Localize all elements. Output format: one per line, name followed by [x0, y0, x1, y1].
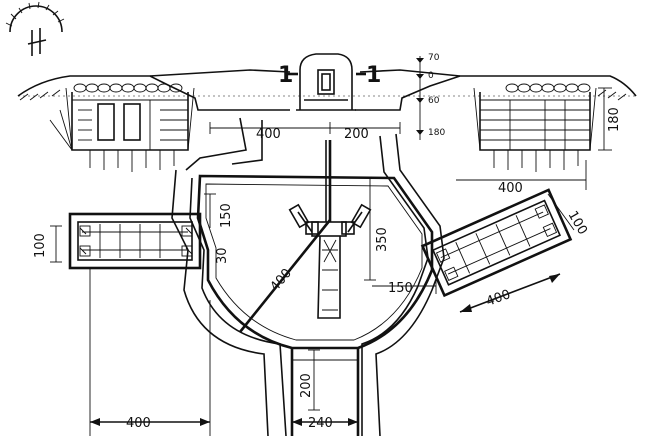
- elevation-70: 70: [428, 53, 440, 63]
- dim-350: 350: [375, 227, 390, 252]
- dim-200-mouth: 200: [299, 373, 314, 398]
- dim-400-right: 400: [498, 181, 523, 196]
- right-dugout: [473, 83, 597, 172]
- section-1-1: 1 1 70 0 60 180 180: [17, 53, 637, 172]
- left-dugout: [49, 83, 195, 172]
- section-mark-right: 1: [366, 63, 381, 88]
- plan-view: 400 200 400 100 100 150 30 350 150 400 4…: [33, 117, 590, 437]
- elevation-scale: 70 0 60 180: [416, 53, 445, 140]
- elevation-60: 60: [428, 96, 440, 106]
- dim-240-bottom: 240: [308, 416, 333, 431]
- dim-150-right: 150: [388, 281, 413, 296]
- dim-200-top: 200: [344, 127, 369, 142]
- dim-100-left: 100: [33, 233, 48, 258]
- plan-dimension-lines: [50, 122, 587, 436]
- dim-400-lower-right: 400: [484, 287, 512, 310]
- gun-plan-view: [288, 140, 372, 319]
- dim-400-bottom: 400: [126, 416, 151, 431]
- elevation-180: 180: [428, 128, 445, 138]
- section-mark-left: 1: [278, 63, 293, 88]
- dim-180-right: 180: [607, 107, 622, 132]
- elevation-0: 0: [428, 71, 434, 81]
- dim-400-top: 400: [256, 127, 281, 142]
- left-ammunition-niche: [68, 212, 202, 270]
- dim-150-upper: 150: [219, 203, 234, 228]
- gun-section-view: [296, 53, 356, 111]
- right-ammunition-niche: [420, 188, 573, 298]
- compass-symbol-icon: [5, 1, 65, 56]
- dim-30: 30: [215, 247, 230, 264]
